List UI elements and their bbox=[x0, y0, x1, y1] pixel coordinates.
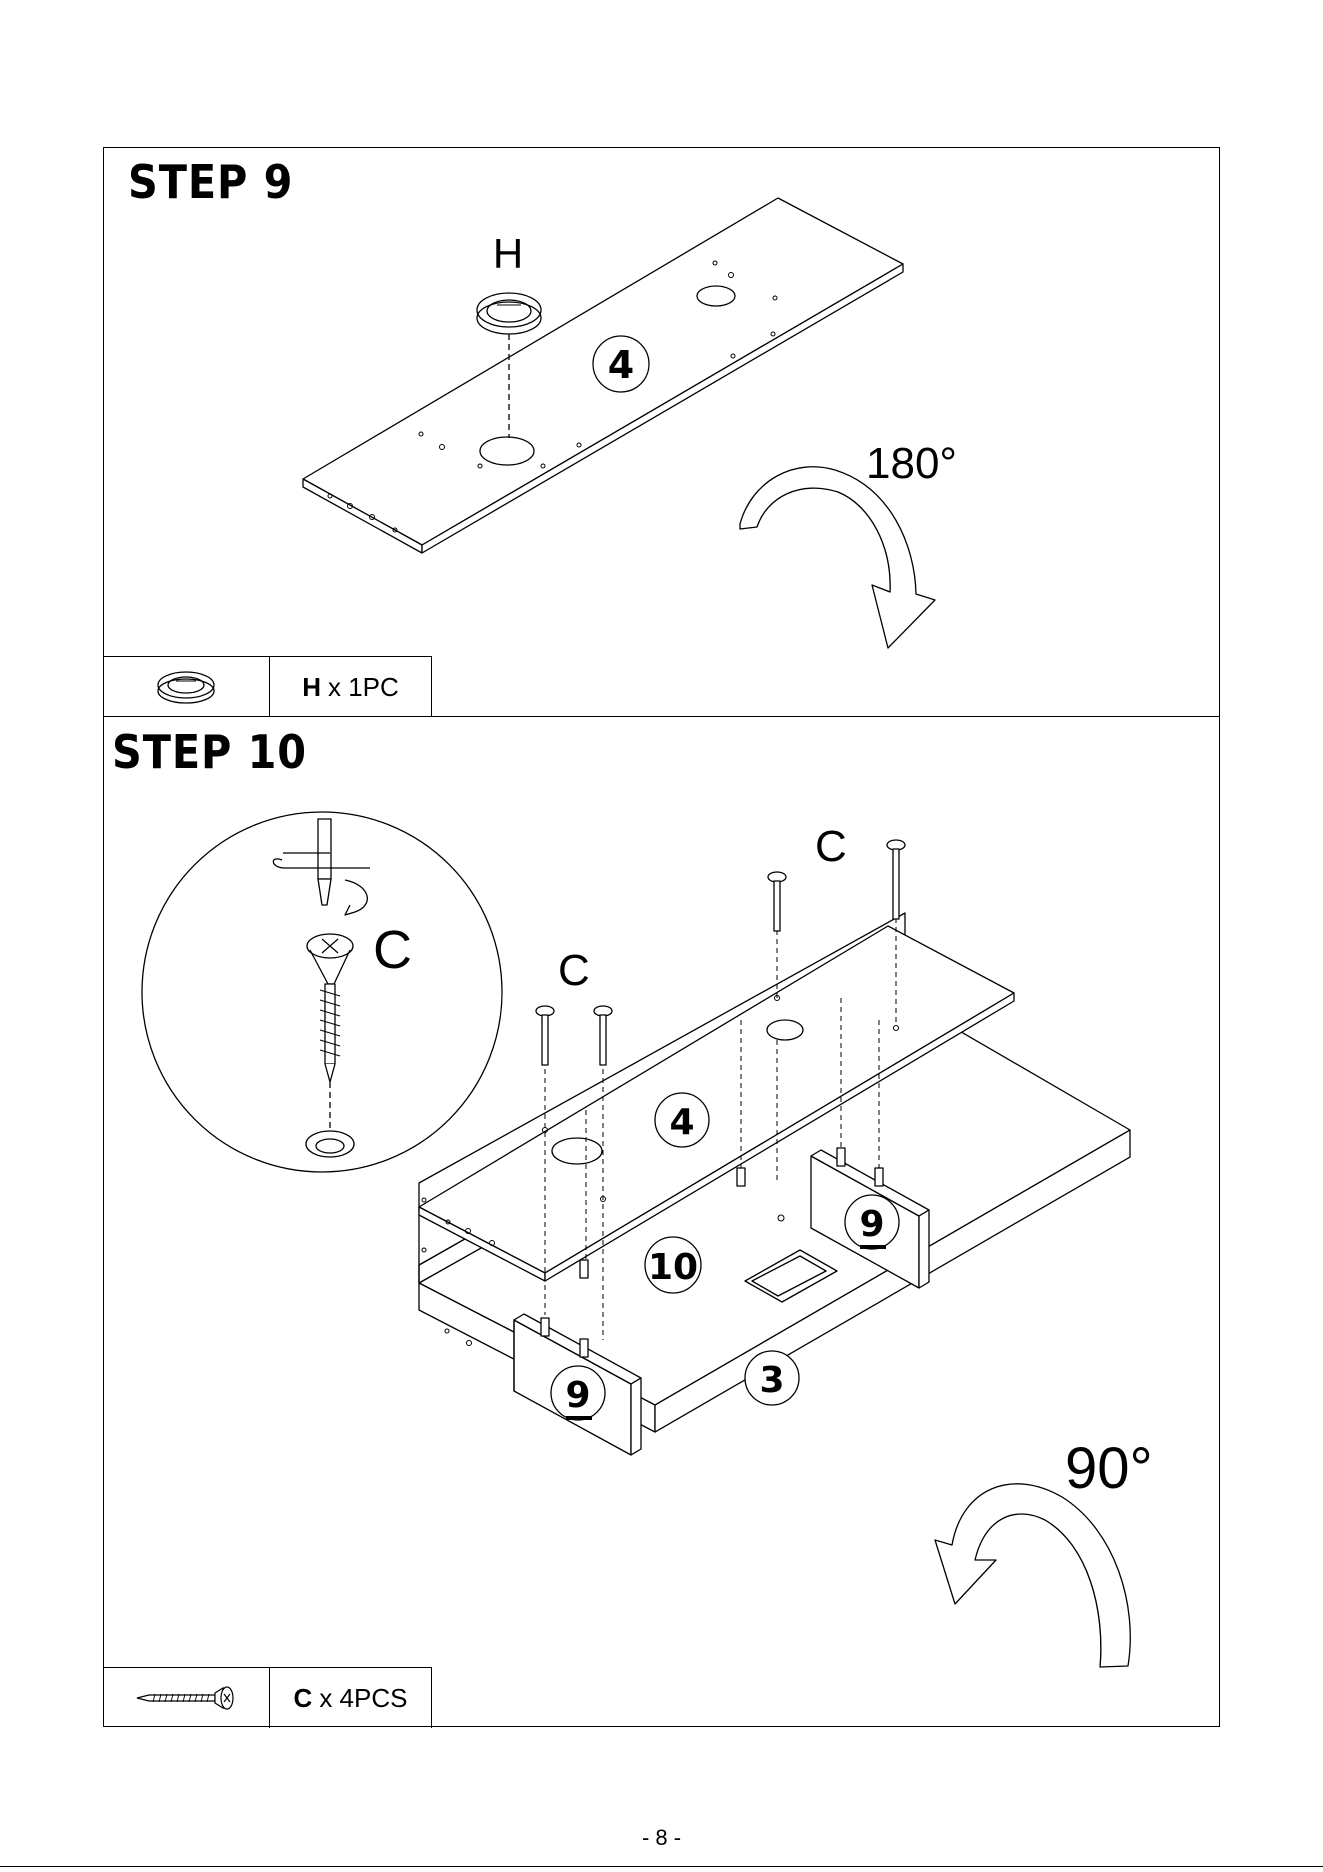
step-10-panel-4-label: 4 bbox=[669, 1102, 694, 1143]
part-c-count: x 4PCS bbox=[319, 1683, 407, 1714]
step-10-panel-9-right-label: 9 bbox=[859, 1204, 884, 1245]
screw-3 bbox=[768, 872, 786, 931]
part-c-letter: C bbox=[294, 1683, 313, 1714]
page-number: - 8 - bbox=[0, 1825, 1323, 1851]
step-10-rotation-label: 90° bbox=[1065, 1436, 1153, 1501]
part-list-c: C x 4PCS bbox=[103, 1667, 432, 1728]
step-10-panel-3-label: 3 bbox=[759, 1360, 784, 1401]
part-h-count: x 1PC bbox=[328, 672, 399, 703]
step-9-hardware-label: H bbox=[493, 230, 523, 277]
step-10-detail-circle bbox=[142, 812, 502, 1172]
part-h-letter: H bbox=[302, 672, 321, 703]
grommet-icon bbox=[103, 657, 270, 717]
screw-icon bbox=[103, 1668, 270, 1728]
step-10-screw-label-top: C bbox=[815, 822, 847, 871]
step-10-detail-screw-label: C bbox=[373, 920, 412, 980]
step-9-rotation-label: 180° bbox=[866, 439, 957, 488]
part-list-h: H x 1PC bbox=[103, 656, 432, 717]
rotate-90-arrow-icon bbox=[935, 1484, 1130, 1667]
step-10-panel-9-left-label: 9 bbox=[565, 1375, 590, 1416]
screw-4 bbox=[887, 840, 905, 919]
part-c-quantity: C x 4PCS bbox=[270, 1668, 431, 1728]
screw-1 bbox=[536, 1006, 554, 1065]
screw-2 bbox=[594, 1006, 612, 1065]
step-9-panel-number: 4 bbox=[608, 343, 634, 387]
step-10-screw-label-left: C bbox=[558, 946, 590, 995]
part-h-quantity: H x 1PC bbox=[270, 657, 431, 717]
bottom-rule bbox=[0, 1866, 1323, 1867]
step-10-panel-10-label: 10 bbox=[648, 1247, 698, 1288]
rotate-180-arrow-icon bbox=[740, 467, 935, 648]
